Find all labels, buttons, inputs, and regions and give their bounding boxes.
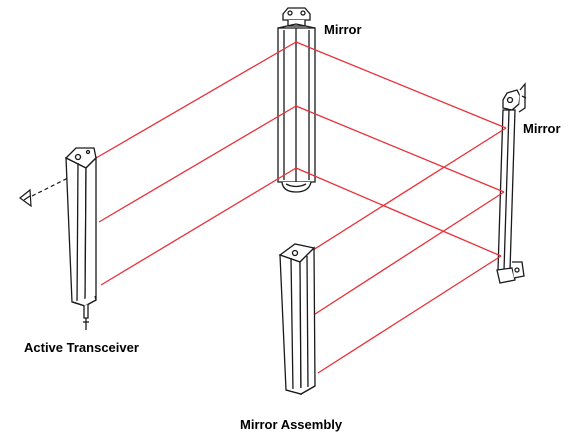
mirror-right-label: Mirror	[523, 121, 561, 136]
beam-mid-back	[295, 105, 505, 193]
beam-bot-back	[295, 167, 502, 257]
beam-top-back	[295, 41, 507, 129]
active-transceiver-column	[64, 147, 97, 330]
mirror-back-column	[277, 7, 316, 193]
mirror-back-label: Mirror	[324, 22, 362, 37]
laser-beams	[95, 41, 507, 374]
beam-bot-right	[317, 255, 502, 374]
active-transceiver-label: Active Transceiver	[24, 340, 139, 355]
beam-mid-right	[311, 191, 505, 317]
mirror-right-column	[496, 82, 527, 284]
beam-mid-left	[98, 105, 297, 223]
mirror-assembly-column	[278, 243, 316, 396]
eye-icon	[19, 177, 69, 208]
beam-top-left	[95, 41, 297, 159]
mirror-assembly-label: Mirror Assembly	[240, 417, 343, 432]
beam-top-right	[301, 127, 507, 258]
beam-bot-left	[100, 167, 297, 286]
